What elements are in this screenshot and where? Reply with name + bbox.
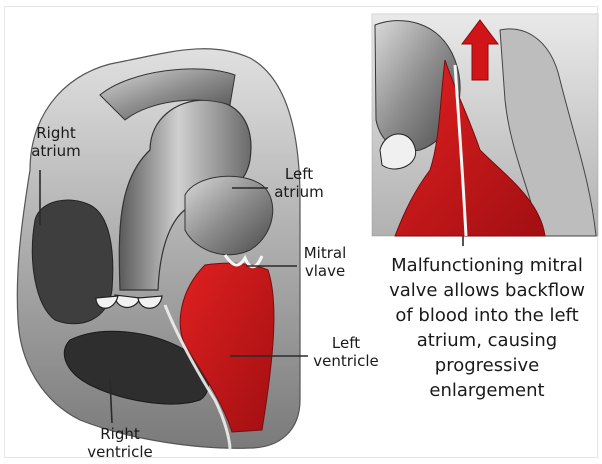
backflow-caption: Malfunctioning mitral valve allows backf… [376,253,598,403]
label-mitral-valve: Mitral vlave [296,244,354,280]
label-left-atrium: Left atrium [268,165,330,201]
label-right-ventricle: Right ventricle [80,425,160,461]
label-left-ventricle: Left ventricle [306,334,386,370]
semilunar-valve-cusps [96,295,162,308]
label-right-atrium: Right atrium [26,124,86,160]
